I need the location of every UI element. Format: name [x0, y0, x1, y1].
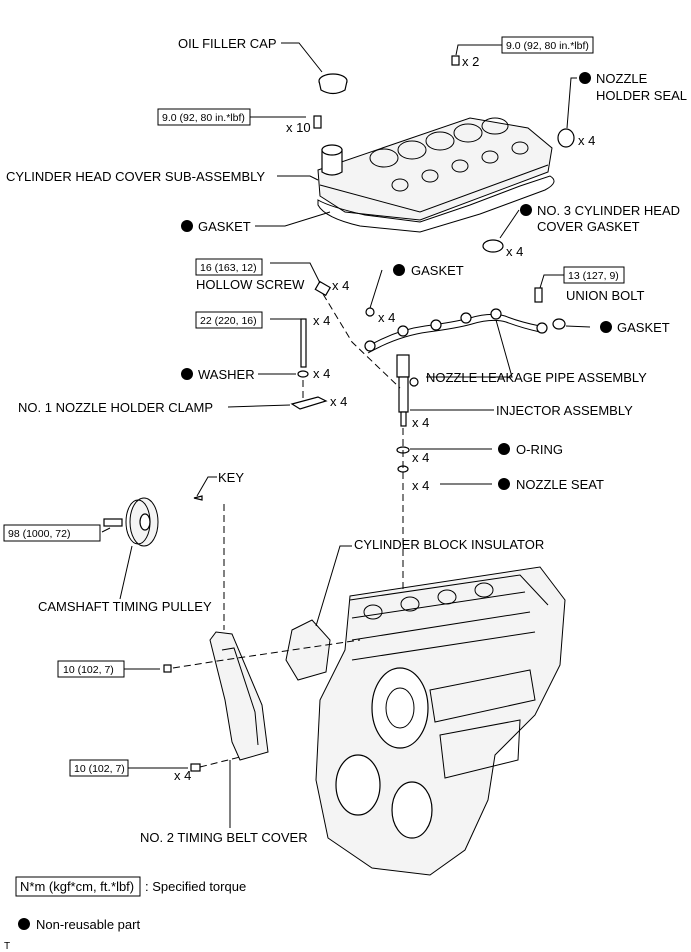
union-gasket-drawing [552, 318, 566, 330]
no3-gasket-drawing [482, 239, 504, 253]
label-o-ring: O-RING [516, 442, 563, 457]
engine-block-drawing [315, 566, 566, 876]
qty-gasket-pipe: x 4 [378, 310, 395, 325]
nozzle-leakage-pipe-drawing [364, 308, 548, 354]
cover-bolt-drawing [313, 55, 460, 129]
clamp-bolt-drawing [300, 318, 307, 368]
torque-clamp-bolt: 22 (220, 16) [200, 315, 257, 327]
label-hollow-screw: HOLLOW SCREW [196, 277, 305, 292]
legend-torque-text: : Specified torque [145, 879, 246, 894]
torque-hollow-screw: 16 (163, 12) [200, 262, 257, 274]
label-union-bolt: UNION BOLT [566, 288, 645, 303]
label-nozzle-leakage-pipe: NOZZLE LEAKAGE PIPE ASSEMBLY [426, 370, 647, 385]
label-nozzle-holder-seal-1: NOZZLE [596, 71, 648, 86]
qty-o-ring: x 4 [412, 450, 429, 465]
torque-union-bolt: 13 (127, 9) [568, 270, 619, 282]
qty-clamp: x 4 [330, 394, 347, 409]
legend-torque-sample: N*m (kgf*cm, ft.*lbf) [20, 879, 134, 894]
label-no3-gasket-1: NO. 3 CYLINDER HEAD [537, 203, 680, 218]
nozzle-holder-seal-drawing [557, 128, 575, 148]
corner-mark: T [4, 941, 10, 952]
label-no2-timing-belt-cover: NO. 2 TIMING BELT COVER [140, 830, 308, 845]
qty-nozzle-seat: x 4 [412, 478, 429, 493]
qty-nozzle-holder-seal: x 4 [578, 133, 595, 148]
label-gasket-pipe-top: GASKET [411, 263, 464, 278]
label-cylinder-head-cover: CYLINDER HEAD COVER SUB-ASSEMBLY [6, 169, 265, 184]
label-key: KEY [218, 470, 244, 485]
washer-drawing [297, 370, 309, 378]
cylinder-block-insulator-drawing [285, 619, 331, 681]
label-injector-assembly: INJECTOR ASSEMBLY [496, 403, 633, 418]
label-gasket-cover: GASKET [198, 219, 251, 234]
holder-clamp-drawing [290, 396, 328, 410]
label-nozzle-holder-seal-2: HOLDER SEAL [596, 88, 687, 103]
oil-filler-cap-drawing [318, 73, 348, 95]
qty-belt-cover-bolts: x 4 [174, 768, 191, 783]
label-oil-filler-cap: OIL FILLER CAP [178, 36, 277, 51]
qty-washer: x 4 [313, 366, 330, 381]
torque-belt-cover-1: 10 (102, 7) [63, 664, 114, 676]
qty-injector: x 4 [412, 415, 429, 430]
label-camshaft-timing-pulley: CAMSHAFT TIMING PULLEY [38, 599, 212, 614]
cover-gasket-drawing [317, 175, 555, 233]
leader-lines [101, 42, 591, 828]
torque-cover-side: 9.0 (92, 80 in.*lbf) [162, 112, 245, 124]
label-cylinder-block-insulator: CYLINDER BLOCK INSULATOR [354, 537, 544, 552]
qty-cover-top: x 2 [462, 54, 479, 69]
qty-cover-side: x 10 [286, 120, 311, 135]
torque-cover-top: 9.0 (92, 80 in.*lbf) [506, 40, 589, 52]
hollow-screw-drawing [314, 280, 332, 297]
non-reusable-markers [18, 72, 612, 930]
qty-no3-gasket: x 4 [506, 244, 523, 259]
qty-hollow-screw: x 4 [332, 278, 349, 293]
label-no3-gasket-2: COVER GASKET [537, 219, 640, 234]
cylinder-head-cover-drawing [317, 117, 553, 221]
belt-cover-bolt-drawing [163, 664, 172, 673]
alignment-dashes [172, 293, 404, 768]
qty-clamp-bolt: x 4 [313, 313, 330, 328]
torque-belt-cover-2: 10 (102, 7) [74, 763, 125, 775]
legend-nonreusable-text: Non-reusable part [36, 917, 140, 932]
injector-drawing [396, 354, 419, 427]
label-no1-nozzle-holder-clamp: NO. 1 NOZZLE HOLDER CLAMP [18, 400, 213, 415]
label-washer: WASHER [198, 367, 255, 382]
key-drawing [193, 495, 203, 501]
timing-belt-cover-drawing [209, 631, 269, 761]
label-gasket-union: GASKET [617, 320, 670, 335]
label-nozzle-seat: NOZZLE SEAT [516, 477, 604, 492]
union-bolt-drawing [534, 287, 543, 303]
pipe-gasket-drawing [365, 307, 375, 317]
torque-pulley-bolt: 98 (1000, 72) [8, 528, 70, 540]
camshaft-pulley-drawing [103, 497, 159, 547]
